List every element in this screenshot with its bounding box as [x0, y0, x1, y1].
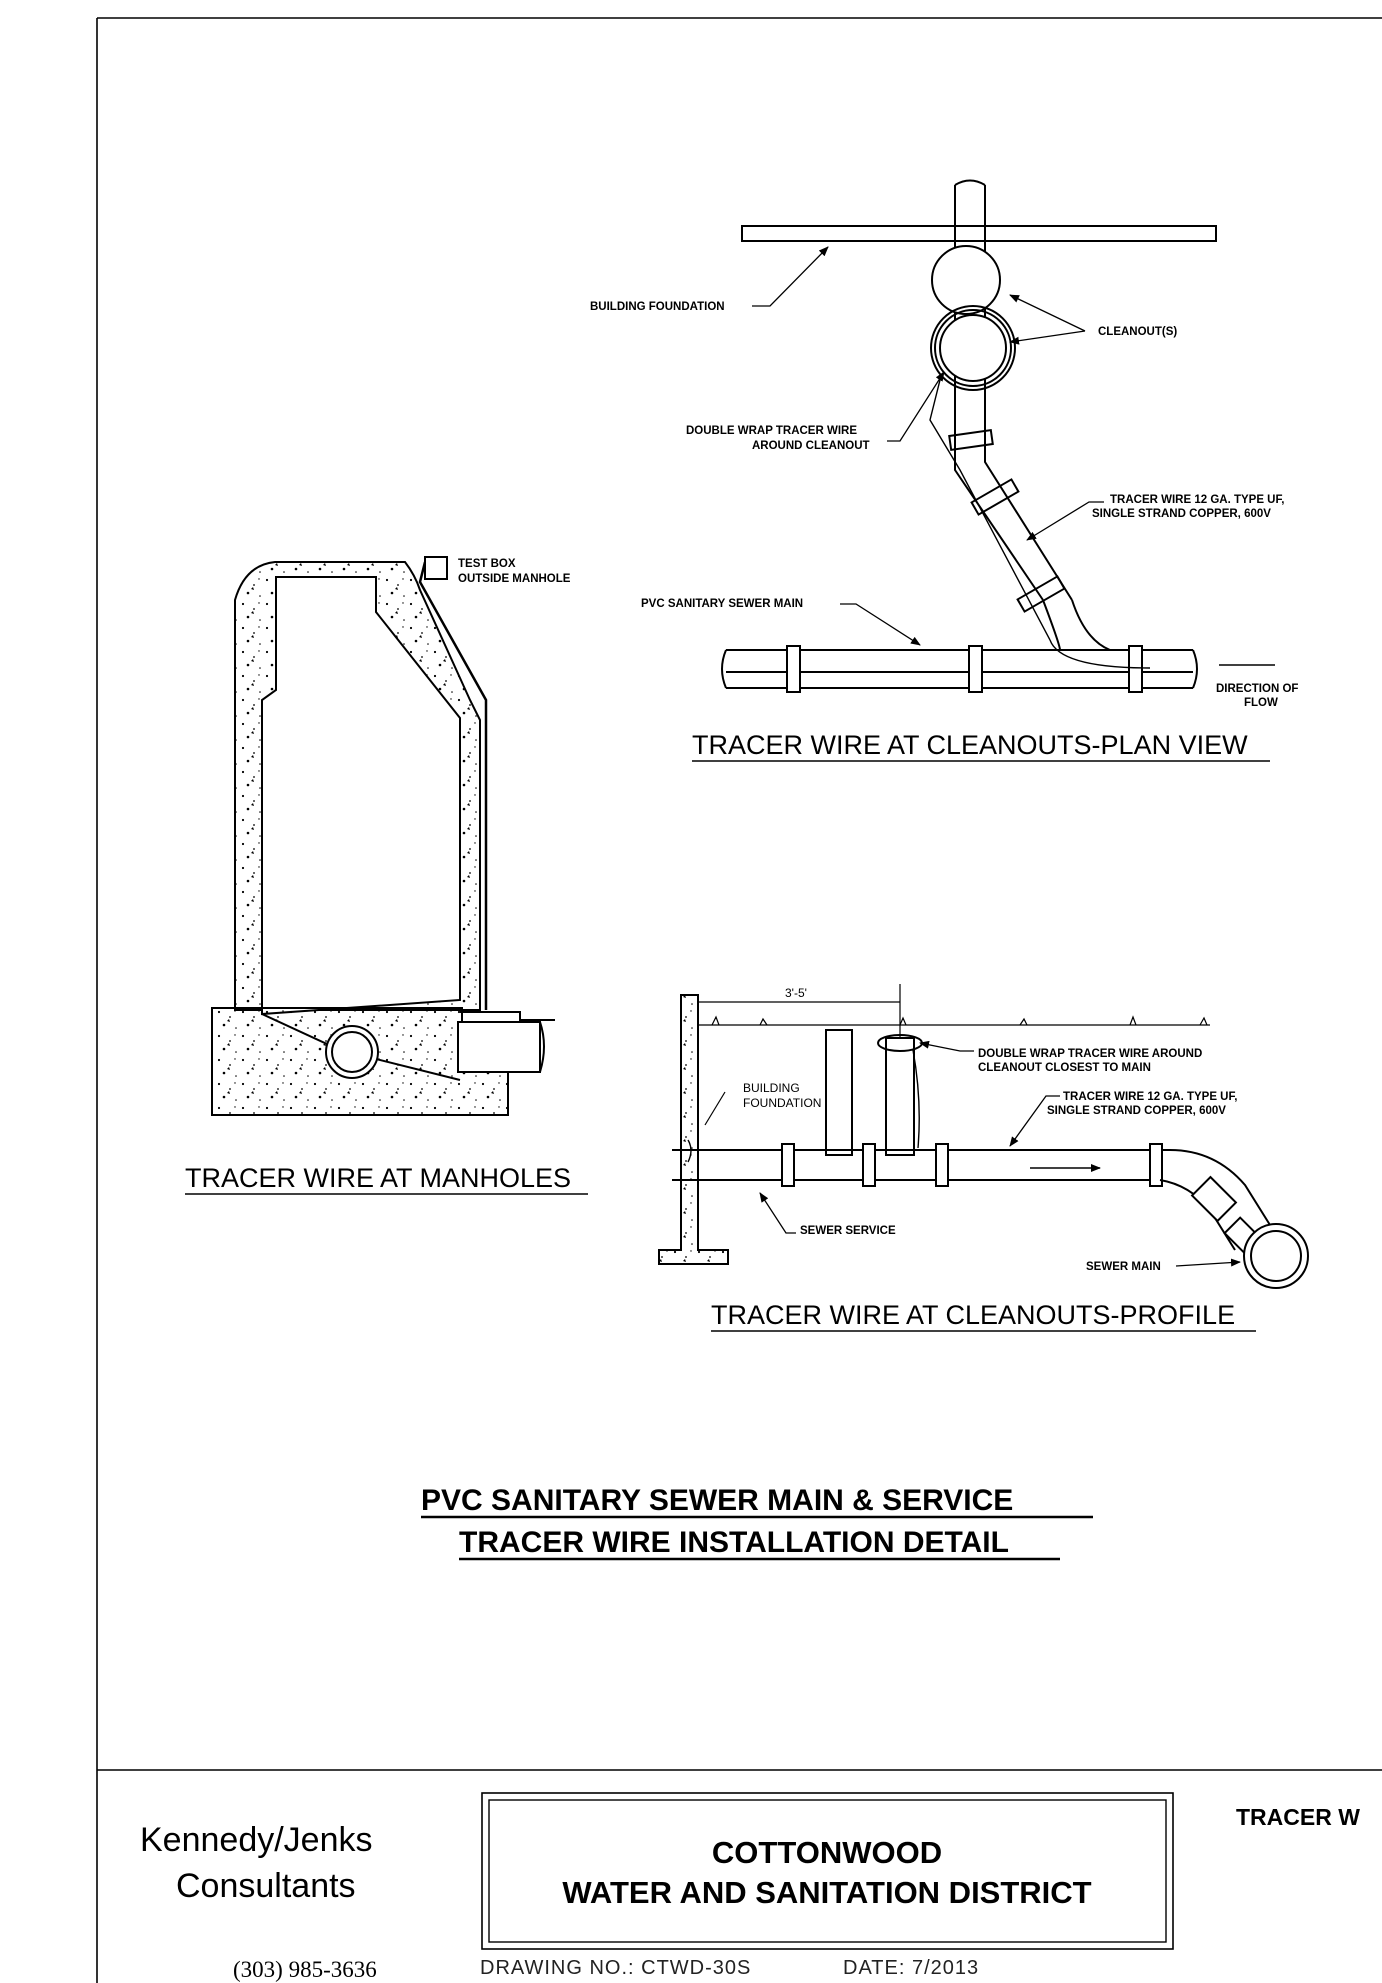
sheet-border [96, 17, 1382, 1983]
label-tracer-spec-1: TRACER WIRE 12 GA. TYPE UF, [1110, 494, 1284, 506]
label-double-wrap-1: DOUBLE WRAP TRACER WIRE [686, 425, 857, 437]
phone-number: (303) 985-3636 [233, 1957, 377, 1982]
label-building-foundation: BUILDING FOUNDATION [590, 301, 725, 313]
manhole-view-title: TRACER WIRE AT MANHOLES [185, 1163, 571, 1193]
cleanout-circle-upper [931, 245, 1001, 315]
label-tracer-spec-2: SINGLE STRAND COPPER, 600V [1092, 508, 1271, 520]
district-box-inner [488, 1799, 1167, 1943]
plan-view-title: TRACER WIRE AT CLEANOUTS-PLAN VIEW [692, 730, 1248, 760]
side-title: TRACER W [1236, 1804, 1360, 1830]
building-foundation-wall [741, 225, 1217, 242]
manhole-drawing [211, 556, 555, 1116]
drawing-number: DRAWING NO.: CTWD-30S [480, 1957, 751, 1979]
profile-labels: 3'-5' DOUBLE WRAP TRACER WIRE AROUND CLE… [711, 986, 1256, 1332]
main-title-line1: PVC SANITARY SEWER MAIN & SERVICE [421, 1484, 1013, 1517]
label-sewer-service: SEWER SERVICE [800, 1225, 896, 1237]
label-cleanouts: CLEANOUT(S) [1098, 326, 1177, 338]
label-building-1: BUILDING [743, 1081, 800, 1095]
label-test-box-1: TEST BOX [458, 558, 516, 570]
manhole-labels: TEST BOX OUTSIDE MANHOLE TRACER WIRE AT … [185, 558, 588, 1195]
title-block: Kennedy/Jenks Consultants (303) 985-3636… [140, 1792, 1360, 1982]
profile-view-title: TRACER WIRE AT CLEANOUTS-PROFILE [711, 1300, 1235, 1330]
label-profile-spec-1: TRACER WIRE 12 GA. TYPE UF, [1063, 1091, 1237, 1103]
label-profile-wrap-2: CLEANOUT CLOSEST TO MAIN [978, 1062, 1151, 1074]
label-sewer-main: SEWER MAIN [1086, 1261, 1161, 1273]
label-dimension: 3'-5' [785, 986, 807, 1000]
profile-drawing [658, 984, 1309, 1289]
plan-view-labels: BUILDING FOUNDATION CLEANOUT(S) DOUBLE W… [590, 301, 1298, 762]
company-name-line1: Kennedy/Jenks [140, 1821, 373, 1859]
main-title: PVC SANITARY SEWER MAIN & SERVICE TRACER… [421, 1484, 1093, 1561]
district-name-line1: COTTONWOOD [712, 1835, 942, 1870]
label-pvc-main: PVC SANITARY SEWER MAIN [641, 598, 803, 610]
test-box [424, 556, 448, 580]
cleanout-circle-lower [939, 314, 1007, 382]
drawing-date: DATE: 7/2013 [843, 1957, 979, 1979]
sewer-main-circle [1243, 1223, 1309, 1289]
district-name-line2: WATER AND SANITATION DISTRICT [562, 1875, 1091, 1910]
main-title-line2: TRACER WIRE INSTALLATION DETAIL [459, 1526, 1009, 1559]
company-name-line2: Consultants [176, 1867, 356, 1905]
label-test-box-2: OUTSIDE MANHOLE [458, 573, 571, 585]
label-direction-2: FLOW [1244, 697, 1278, 709]
district-box-outer [481, 1792, 1174, 1950]
label-double-wrap-2: AROUND CLEANOUT [752, 440, 870, 452]
label-building-2: FOUNDATION [743, 1096, 821, 1110]
label-profile-wrap-1: DOUBLE WRAP TRACER WIRE AROUND [978, 1048, 1202, 1060]
manhole-pipe-circle [325, 1025, 379, 1079]
plan-view-drawing [721, 179, 1275, 693]
label-profile-spec-2: SINGLE STRAND COPPER, 600V [1047, 1105, 1226, 1117]
label-direction-1: DIRECTION OF [1216, 683, 1298, 695]
